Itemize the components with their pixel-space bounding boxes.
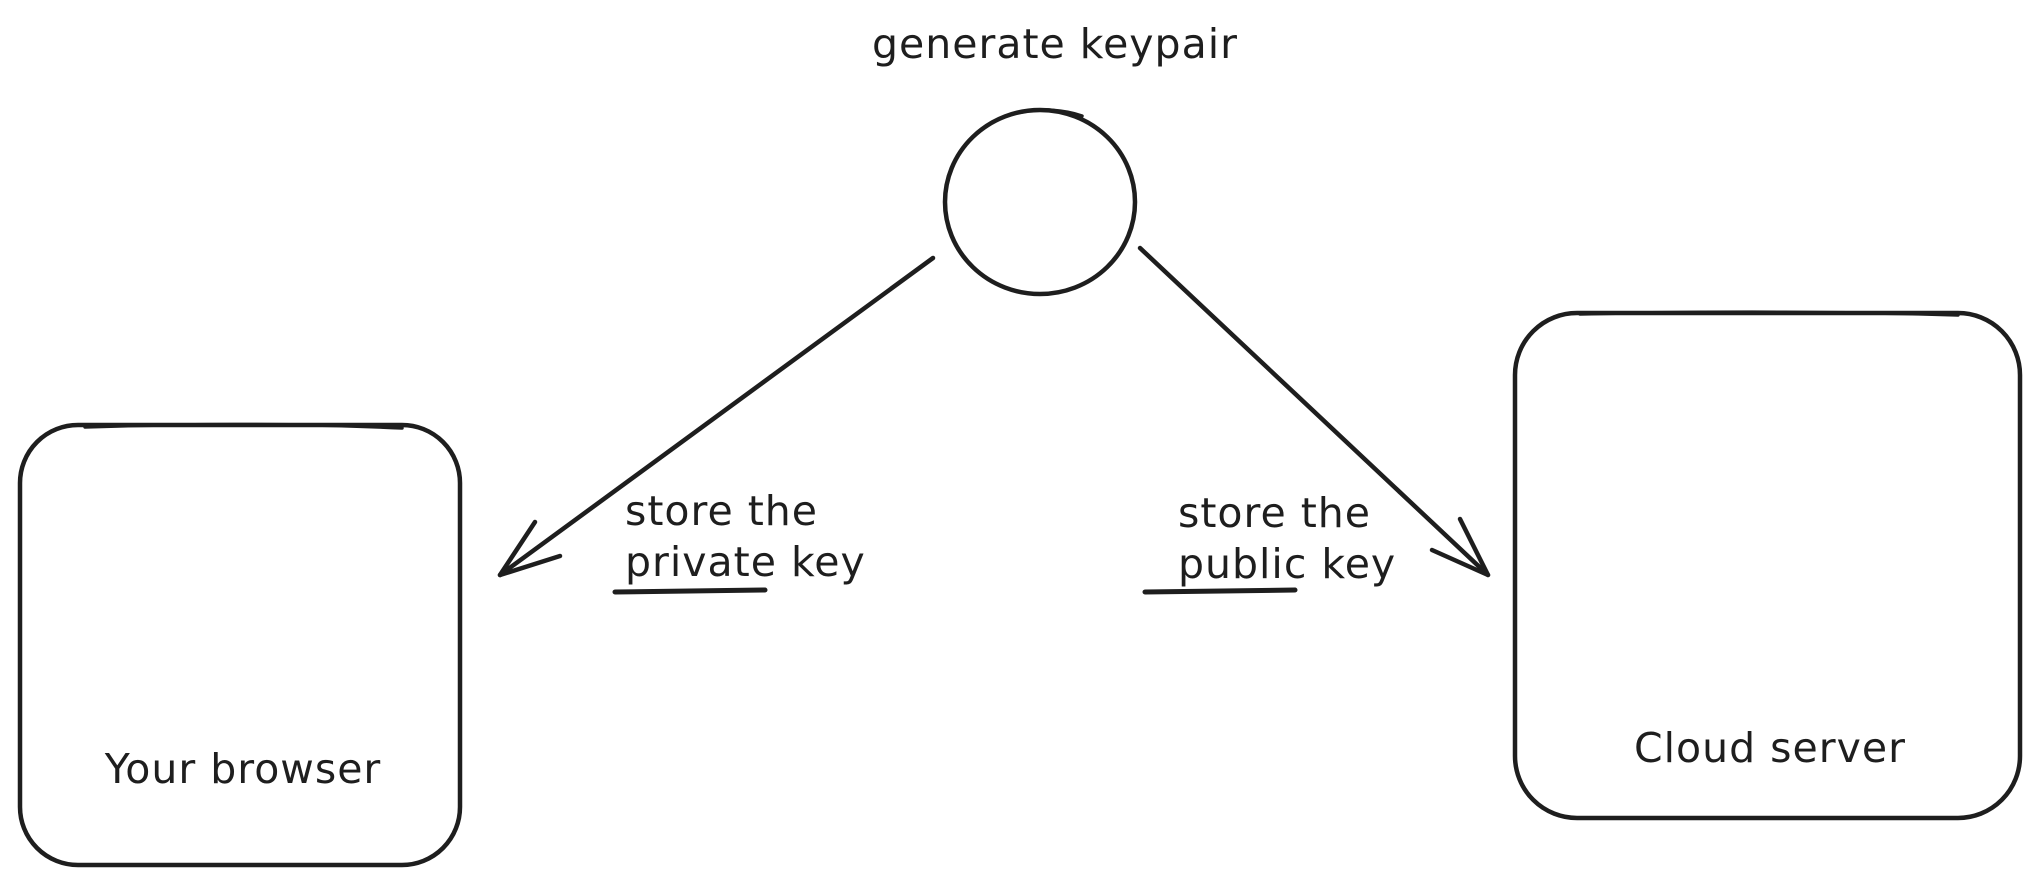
left-arrow-label-bottom: private key	[625, 538, 866, 586]
public-underline	[1142, 587, 1298, 595]
server-box-label: Cloud server	[1634, 724, 1906, 772]
arrow-to-browser	[497, 255, 936, 578]
server-box: Cloud server	[1512, 310, 2023, 821]
left-arrow-label-top: store the	[625, 487, 818, 535]
private-word: private	[625, 538, 777, 586]
keypair-circle	[942, 107, 1138, 297]
key-word-left: key	[777, 538, 866, 586]
arrow-to-server	[1137, 245, 1491, 578]
browser-box: Your browser	[17, 422, 463, 868]
right-arrow-label-top: store the	[1178, 489, 1371, 537]
browser-box-label: Your browser	[104, 745, 382, 793]
public-word: public	[1178, 540, 1307, 588]
right-arrow-label-bottom: public key	[1178, 540, 1396, 588]
generate-keypair-label: generate keypair	[872, 20, 1238, 68]
key-word-right: key	[1307, 540, 1396, 588]
private-underline	[612, 587, 768, 595]
